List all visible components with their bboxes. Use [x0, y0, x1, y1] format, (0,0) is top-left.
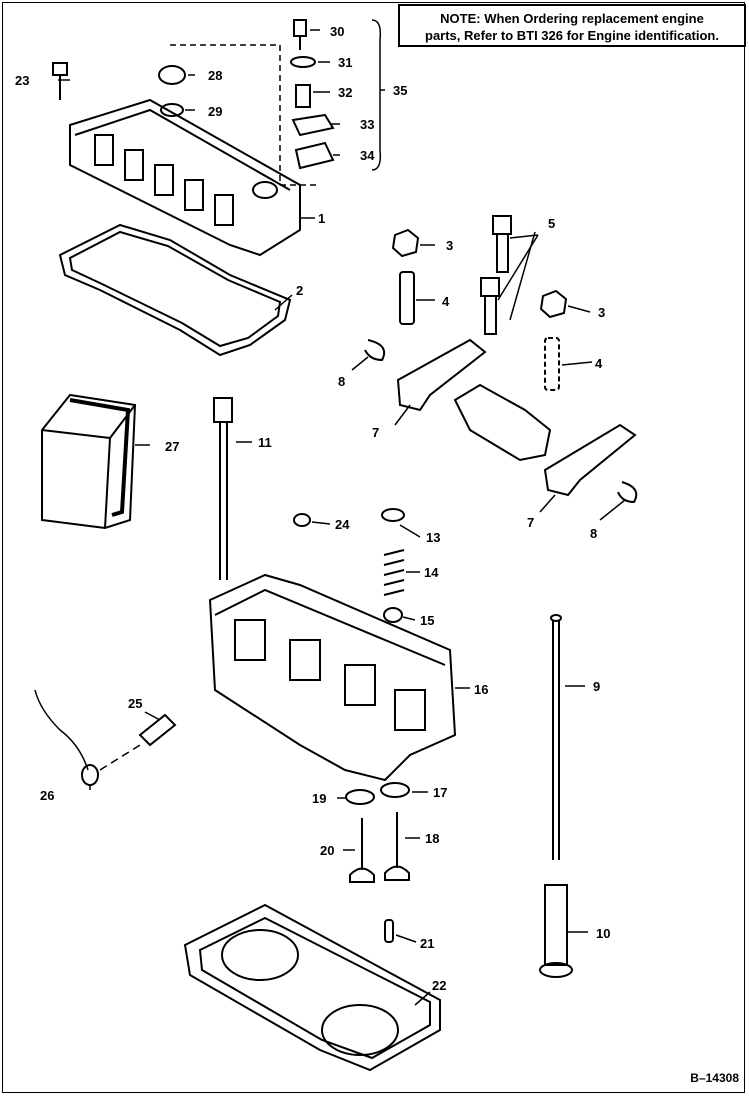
- callout-20: 20: [320, 843, 334, 858]
- callout-21: 21: [420, 936, 434, 951]
- oil-cap-part: [158, 65, 186, 85]
- callout-9: 9: [593, 679, 600, 694]
- figure-number: B–14308: [690, 1071, 739, 1085]
- bolt-5b-part: [480, 277, 500, 335]
- stud-assembly-part: [290, 19, 335, 170]
- retainer-15-part: [383, 607, 403, 623]
- callout-29: 29: [208, 104, 222, 119]
- seal-17-part: [380, 782, 410, 798]
- push-rod-part: [550, 614, 562, 860]
- valve-spring-part: [383, 549, 405, 596]
- nut-3-part: [391, 228, 420, 258]
- callout-14: 14: [424, 565, 439, 580]
- callout-18: 18: [425, 831, 439, 846]
- callout-4b: 4: [595, 356, 603, 371]
- callout-28: 28: [208, 68, 222, 83]
- rocker-arm-b-part: [543, 423, 637, 497]
- head-gasket-part: [183, 903, 441, 1072]
- bolt-5-part: [492, 215, 512, 273]
- callout-27: 27: [165, 439, 179, 454]
- callout-3b: 3: [598, 305, 605, 320]
- callout-34: 34: [360, 148, 375, 163]
- dowel-21-part: [384, 919, 394, 943]
- clip-8-part: [364, 339, 386, 362]
- seal-24-part: [293, 513, 311, 527]
- callout-1: 1: [318, 211, 325, 226]
- cylinder-head-part: [208, 573, 457, 782]
- bolt-23-part: [52, 62, 68, 100]
- stud-4b-part: [544, 337, 560, 391]
- callout-11: 11: [258, 435, 272, 450]
- collet-13-part: [381, 508, 405, 522]
- callout-35: 35: [393, 83, 407, 98]
- callout-33: 33: [360, 117, 374, 132]
- tappet-part: [539, 884, 573, 978]
- callout-24: 24: [335, 517, 350, 532]
- callout-31: 31: [338, 55, 352, 70]
- callout-4: 4: [442, 294, 450, 309]
- callout-7b: 7: [527, 515, 534, 530]
- kit-box-part: [41, 393, 137, 530]
- note-line1: When Ordering replacement engine: [484, 11, 704, 26]
- callout-8: 8: [338, 374, 345, 389]
- nut-3b-part: [539, 289, 568, 319]
- clip-8b-part: [617, 481, 638, 504]
- callout-10: 10: [596, 926, 610, 941]
- callout-3: 3: [446, 238, 453, 253]
- valve-18-part: [384, 812, 410, 881]
- callout-2: 2: [296, 283, 303, 298]
- note-heading: NOTE:: [440, 11, 481, 26]
- callout-30: 30: [330, 24, 344, 39]
- callout-16: 16: [474, 682, 488, 697]
- head-bolt-part: [213, 397, 233, 580]
- callout-labels: 1 2 3 3 4 4 5 7 7 8 8 9 10 11 13 14 15 1…: [15, 24, 610, 993]
- callout-8b: 8: [590, 526, 597, 541]
- valve-20-part: [349, 818, 375, 883]
- callout-5: 5: [548, 216, 555, 231]
- callout-19: 19: [312, 791, 326, 806]
- rocker-cover-part: [69, 98, 301, 257]
- callout-25: 25: [128, 696, 142, 711]
- rocker-arm-part: [396, 338, 487, 412]
- wire-26-part: [34, 689, 89, 771]
- note-line2: parts, Refer to BTI 326 for Engine ident…: [425, 28, 719, 43]
- callout-13: 13: [426, 530, 440, 545]
- seal-29-part: [160, 103, 184, 117]
- callout-17: 17: [433, 785, 447, 800]
- rocker-shaft-part: [453, 383, 552, 462]
- ordering-note: NOTE: When Ordering replacement engine p…: [398, 4, 746, 47]
- cover-gasket-part: [58, 223, 292, 357]
- callout-7: 7: [372, 425, 379, 440]
- sensor-25-part: [138, 713, 177, 747]
- callout-22: 22: [432, 978, 446, 993]
- callout-15: 15: [420, 613, 434, 628]
- callout-23: 23: [15, 73, 29, 88]
- callout-32: 32: [338, 85, 352, 100]
- stud-4-part: [399, 271, 415, 325]
- callout-26: 26: [40, 788, 54, 803]
- seal-19-part: [345, 789, 375, 805]
